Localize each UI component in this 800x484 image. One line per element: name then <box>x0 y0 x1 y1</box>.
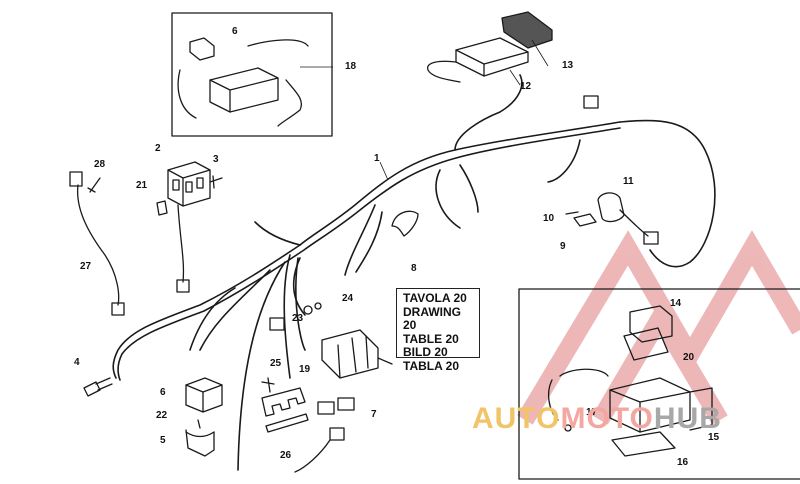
watermark-part-1: AUTO <box>472 402 561 435</box>
connector-23 <box>269 317 285 331</box>
callout-12: 12 <box>520 81 532 92</box>
screw-10 <box>565 211 579 215</box>
connector-7b <box>337 397 355 411</box>
connector-11 <box>643 231 659 245</box>
sensor-11 <box>597 192 649 237</box>
callout-13: 13 <box>562 60 574 71</box>
callout-18: 18 <box>345 61 357 72</box>
watermark-logo <box>517 230 800 425</box>
callout-19: 19 <box>299 364 311 375</box>
inset-frame-18 <box>171 12 333 137</box>
callout-11: 11 <box>623 176 634 187</box>
callout-8: 8 <box>411 263 417 274</box>
holder-19 <box>261 387 306 417</box>
callout-23: 23 <box>292 313 304 324</box>
screw-3 <box>209 175 223 189</box>
callout-25: 25 <box>270 358 282 369</box>
main-harness <box>112 74 716 471</box>
ref-line-es: TABLA 20 <box>403 358 460 373</box>
screw-25 <box>261 377 275 393</box>
callout-26: 26 <box>280 450 292 461</box>
starter-motor <box>321 329 393 379</box>
callout-1: 1 <box>374 153 380 164</box>
callout-2: 2 <box>155 143 161 154</box>
clip-22 <box>197 419 201 429</box>
callout-5: 5 <box>160 435 166 446</box>
inset-bottom-contents <box>547 305 713 457</box>
connector-top-right <box>583 95 599 109</box>
cover-13 <box>501 11 553 49</box>
bracket-9 <box>573 213 597 227</box>
callout-7: 7 <box>371 409 377 420</box>
ref-line-fr: TABLE 20 <box>403 331 459 346</box>
drawing-reference-box: TAVOLA 20 DRAWING 20 TABLE 20 BILD 20 TA… <box>396 288 480 372</box>
harness-27 <box>76 184 120 306</box>
callout-22: 22 <box>156 410 168 421</box>
callout-21: 21 <box>136 180 148 191</box>
callout-15: 15 <box>708 432 720 443</box>
ref-line-de: BILD 20 <box>403 345 448 359</box>
callout-20-inset: 20 <box>683 352 695 363</box>
lead-7 <box>294 439 331 473</box>
bolt-4 <box>83 377 113 397</box>
callout-28: 28 <box>94 159 106 170</box>
inset-frame-bottom <box>518 288 800 480</box>
callout-16: 16 <box>677 457 689 468</box>
watermark-text: AUTOMOTOHUB <box>472 404 722 434</box>
watermark-part-3: HUB <box>653 402 722 435</box>
relay-6 <box>185 377 223 413</box>
ref-line-en: DRAWING 20 <box>403 304 461 332</box>
inset-battery <box>177 37 309 127</box>
callout-3: 3 <box>213 154 219 165</box>
screw-28 <box>87 177 101 193</box>
clip-21 <box>156 200 168 216</box>
callout-6: 6 <box>160 387 166 398</box>
leader-lines <box>300 39 549 181</box>
pad-26 <box>265 413 309 433</box>
callout-6-inset: 6 <box>232 26 238 37</box>
connector-7c <box>329 427 345 441</box>
connector-27-top <box>69 171 83 187</box>
bracket-5-top <box>185 431 215 438</box>
connector-27-bottom <box>111 302 125 316</box>
ecu-12 <box>427 37 529 83</box>
callout-14: 14 <box>670 298 682 309</box>
callout-10: 10 <box>543 213 555 224</box>
clamp-8 <box>391 210 419 237</box>
callout-4: 4 <box>74 357 80 368</box>
ref-line-it: TAVOLA 20 <box>403 291 467 305</box>
washer-24a <box>303 305 313 315</box>
watermark-part-2: MOTO <box>560 402 654 435</box>
fuse-box-2 <box>167 161 211 293</box>
washer-24b <box>314 302 322 310</box>
callout-24: 24 <box>342 293 354 304</box>
callout-9: 9 <box>560 241 566 252</box>
callout-27: 27 <box>80 261 92 272</box>
bracket-5 <box>185 429 215 457</box>
callout-17: 17 <box>586 407 598 418</box>
connector-7a <box>317 401 335 415</box>
